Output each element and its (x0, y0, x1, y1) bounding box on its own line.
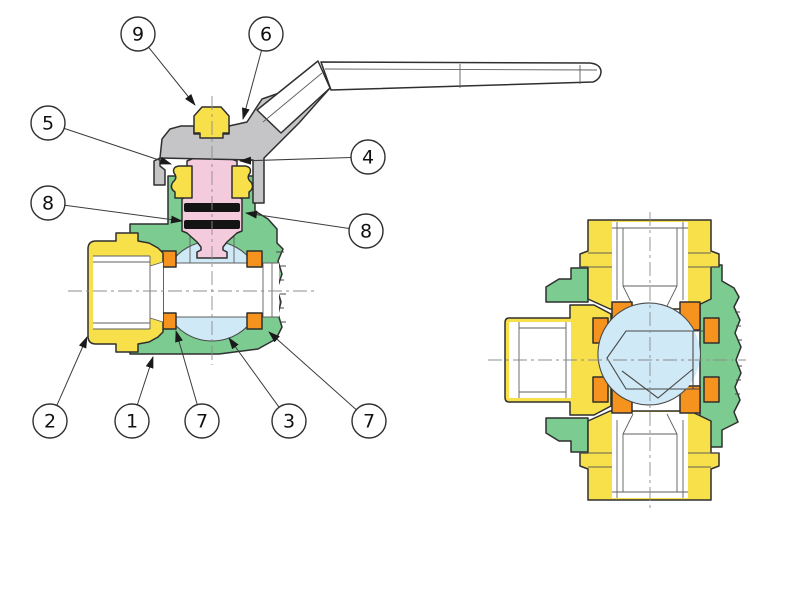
callout-2: 2 (32, 336, 88, 439)
seat-ring (592, 376, 609, 403)
callout-number: 8 (42, 193, 54, 215)
callout-balloon (184, 403, 220, 439)
callout-number: 7 (363, 411, 375, 433)
leader-line (242, 50, 263, 120)
stem-nut (193, 106, 230, 139)
left-view (68, 60, 602, 365)
bore-passage (163, 263, 279, 317)
leader-line (148, 46, 196, 106)
seat-ring (246, 312, 263, 330)
callout-balloon (120, 16, 156, 52)
handle-lever (320, 61, 602, 91)
callout-number: 2 (44, 411, 56, 433)
callout-number: 4 (362, 147, 374, 169)
callout-8: 8 (245, 210, 384, 249)
callout-7: 7 (175, 330, 220, 439)
body-shoulder-top-left (545, 267, 589, 303)
callout-balloon (30, 105, 66, 141)
callout-5: 5 (30, 105, 172, 165)
leader-line (245, 210, 350, 229)
leader-line (239, 156, 352, 165)
callout-number: 5 (42, 113, 54, 135)
callout-number: 9 (132, 24, 144, 46)
callout-balloon (351, 403, 387, 439)
callout-balloon (271, 403, 307, 439)
seat-ring (679, 385, 701, 414)
ball-bore-edge (621, 330, 703, 399)
gland-packing-left (170, 165, 193, 199)
callout-number: 1 (126, 411, 138, 433)
leader-line (175, 330, 198, 405)
leader-line (268, 331, 357, 411)
callout-balloon (32, 403, 68, 439)
callout-balloon (248, 16, 284, 52)
right-view (488, 212, 746, 512)
leader-line (56, 336, 88, 406)
callout-number: 6 (260, 24, 272, 46)
callout-8: 8 (30, 185, 183, 224)
callout-4: 4 (239, 139, 386, 175)
callout-balloon (30, 185, 66, 221)
callout-3: 3 (228, 337, 307, 439)
body-shoulder-bottom-left (545, 417, 589, 453)
callout-1: 1 (114, 356, 154, 439)
seat-ring (703, 376, 720, 403)
callout-6: 6 (242, 16, 284, 120)
callout-7: 7 (268, 331, 387, 439)
gland-follower (153, 157, 166, 186)
leader-line (64, 204, 183, 224)
ball-side-view (598, 303, 700, 405)
callout-balloon (114, 403, 150, 439)
female-thread-bore (93, 256, 150, 329)
ball-outline (597, 302, 695, 406)
gland-packing-right (231, 165, 254, 199)
callout-9: 9 (120, 16, 196, 106)
callout-balloon (350, 139, 386, 175)
callout-number: 3 (283, 411, 295, 433)
male-thread-ticks (276, 251, 286, 323)
callout-number: 7 (196, 411, 208, 433)
callout-balloon (348, 213, 384, 249)
seat-ring (246, 250, 263, 268)
leader-line (228, 337, 280, 408)
callout-number: 8 (360, 221, 372, 243)
leader-line (63, 127, 172, 165)
callout-layer: 9 6 5 4 8 8 2 1 7 3 7 (30, 16, 387, 439)
seat-ring (703, 317, 720, 344)
leader-line (136, 356, 154, 406)
male-thread-ticks (735, 311, 742, 395)
